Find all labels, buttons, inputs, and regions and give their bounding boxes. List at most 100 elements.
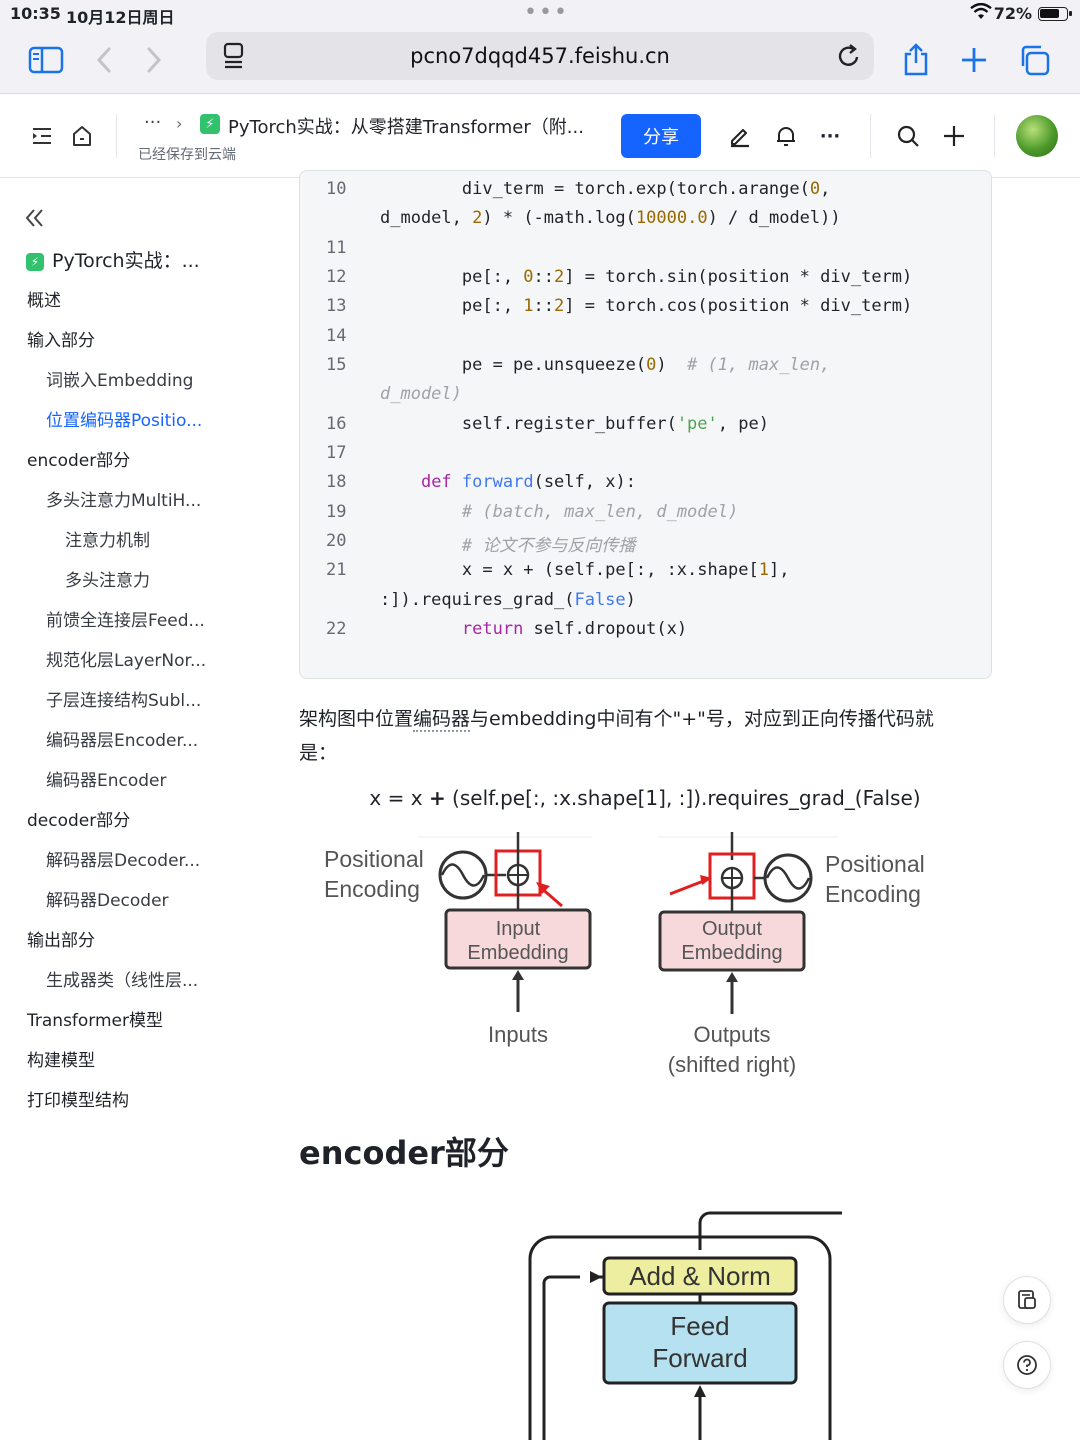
add-icon[interactable]	[938, 120, 970, 152]
output-embedding-box	[658, 910, 806, 972]
notification-bell-icon[interactable]	[770, 120, 802, 152]
feed-forward-label-1: Feed	[670, 1311, 729, 1341]
toc-item[interactable]: 生成器类（线性层...	[46, 966, 198, 991]
toc-item[interactable]: 输出部分	[27, 926, 95, 951]
toc-item[interactable]: 输入部分	[27, 326, 95, 351]
new-tab-icon[interactable]	[954, 40, 994, 80]
battery-percent: 72%	[993, 4, 1032, 23]
toc-item-label: encoder部分	[27, 451, 131, 471]
toc-item[interactable]: 解码器层Decoder...	[46, 846, 200, 871]
back-icon[interactable]	[84, 40, 124, 80]
highlighted-term[interactable]: 编码器	[413, 708, 471, 732]
line-number: 13	[326, 296, 347, 316]
reader-menu-icon[interactable]	[222, 42, 248, 74]
inputs-label: Inputs	[488, 1022, 548, 1047]
sidebar-toggle-icon[interactable]	[26, 40, 66, 80]
battery-icon	[1038, 7, 1072, 21]
output-embedding-label-2: Embedding	[681, 942, 782, 964]
toc-item-label: PyTorch实战：...	[52, 250, 200, 272]
share-button[interactable]: 分享	[621, 114, 701, 158]
outline-toggle-icon[interactable]	[26, 120, 58, 152]
browser-toolbar: pcno7dqqd457.feishu.cn	[0, 28, 1080, 94]
header-divider	[870, 114, 871, 158]
toc-item[interactable]: 编码器Encoder	[46, 766, 167, 791]
collapse-sidebar-icon[interactable]	[24, 206, 46, 236]
toc-item[interactable]: 注意力机制	[65, 526, 150, 551]
toc-item-label: 位置编码器Positio...	[46, 411, 203, 431]
line-number: 19	[326, 502, 347, 522]
toc-item[interactable]: encoder部分	[27, 446, 130, 471]
left-pe-label-2: Encoding	[324, 876, 420, 902]
toc-item[interactable]: Transformer模型	[27, 1006, 163, 1031]
help-icon[interactable]	[1003, 1341, 1051, 1389]
breadcrumb-more-button[interactable]: ···	[144, 112, 162, 133]
forward-icon[interactable]	[134, 40, 174, 80]
toc-item-label: 编码器层Encoder...	[46, 731, 199, 751]
edit-icon[interactable]	[724, 120, 756, 152]
toc-item[interactable]: 多头注意力MultiH...	[46, 486, 201, 511]
line-number: 17	[326, 443, 347, 463]
doc-title[interactable]: PyTorch实战：从零搭建Transformer（附...	[228, 117, 584, 138]
tabs-overview-icon[interactable]	[1014, 40, 1054, 80]
avatar[interactable]	[1016, 115, 1058, 157]
wifi-icon	[970, 2, 992, 25]
left-pe-label-1: Positional	[324, 846, 424, 872]
toc-item[interactable]: 词嵌入Embedding	[46, 366, 193, 391]
more-options-button[interactable]: ···	[819, 125, 841, 147]
outputs-label-2: (shifted right)	[668, 1052, 796, 1077]
toc-item[interactable]: ⚡ PyTorch实战：...	[26, 246, 200, 273]
paragraph-text: 架构图中位置	[299, 708, 414, 730]
toc-item[interactable]: 多头注意力	[65, 566, 150, 591]
home-icon[interactable]	[66, 120, 98, 152]
address-bar[interactable]: pcno7dqqd457.feishu.cn	[206, 32, 874, 80]
save-status: 已经保存到云端	[138, 147, 236, 163]
toc-item-label: 生成器类（线性层...	[46, 971, 199, 991]
reload-icon[interactable]	[836, 42, 862, 74]
line-number: 21	[326, 560, 347, 580]
toc-item[interactable]: 子层连接结构Subl...	[46, 686, 201, 711]
toc-item-label: 构建模型	[27, 1051, 95, 1071]
header-divider	[116, 114, 117, 158]
toc-item-label: 多头注意力MultiH...	[46, 491, 202, 511]
toc-item-label: 输出部分	[27, 931, 95, 951]
formula-text: (self.pe[:, :x.shape[1], :]).requires_gr…	[445, 786, 921, 810]
line-number: 15	[326, 355, 347, 375]
input-embedding-box	[444, 908, 592, 970]
input-embedding-label-2: Embedding	[467, 942, 568, 964]
status-time: 10:35	[10, 4, 61, 23]
doc-type-icon: ⚡	[200, 114, 220, 134]
toc-item[interactable]: decoder部分	[27, 806, 130, 831]
encoder-figure: Add & Norm Feed Forward	[528, 1211, 842, 1440]
right-pe-label-1: Positional	[825, 851, 925, 877]
toc-item-label: decoder部分	[27, 811, 131, 831]
toc-item[interactable]: 构建模型	[27, 1046, 95, 1071]
toc-item[interactable]: 解码器Decoder	[46, 886, 169, 911]
add-norm-label: Add & Norm	[629, 1261, 771, 1291]
toc-item-label: 词嵌入Embedding	[46, 371, 194, 391]
url-text[interactable]: pcno7dqqd457.feishu.cn	[410, 44, 670, 68]
table-of-contents: ⚡ PyTorch实战：... 概述输入部分词嵌入Embedding 位置编码器Pos…	[0, 178, 260, 1440]
share-icon[interactable]	[896, 40, 936, 80]
search-icon[interactable]	[892, 120, 924, 152]
status-bar: 10:35 10月12日周日 ••• 72%	[0, 0, 1080, 28]
toc-item-label: 解码器层Decoder...	[46, 851, 201, 871]
status-date: 10月12日周日	[66, 8, 175, 27]
paragraph: 架构图中位置编码器与embedding中间有个"+"号，对应到正向传播代码就 是…	[299, 702, 934, 770]
toc-item[interactable]: 前馈全连接层Feed...	[46, 606, 205, 631]
formula-plus: +	[428, 786, 446, 810]
toc-item[interactable]: 规范化层LayerNor...	[46, 646, 206, 671]
multitask-dots-icon[interactable]: •••	[524, 0, 569, 25]
toc-item[interactable]: 打印模型结构	[27, 1086, 129, 1111]
toc-item-label: 解码器Decoder	[46, 891, 169, 911]
paragraph-text: 与embedding中间有个"+"号，对应到正向传播代码就	[470, 708, 934, 730]
toc-item[interactable]: 位置编码器Positio...	[46, 406, 202, 431]
toc-item[interactable]: 概述	[27, 286, 61, 311]
comments-icon[interactable]	[1003, 1276, 1051, 1324]
input-embedding-label-1: Input	[496, 918, 541, 940]
line-number: 10	[326, 179, 347, 199]
toc-item-label: Transformer模型	[27, 1011, 164, 1031]
outputs-label-1: Outputs	[693, 1022, 770, 1047]
toc-item[interactable]: 编码器层Encoder...	[46, 726, 198, 751]
code-block[interactable]: 10 div_term = torch.exp(torch.arange(0, …	[299, 170, 992, 679]
doc-type-icon: ⚡	[26, 253, 44, 271]
